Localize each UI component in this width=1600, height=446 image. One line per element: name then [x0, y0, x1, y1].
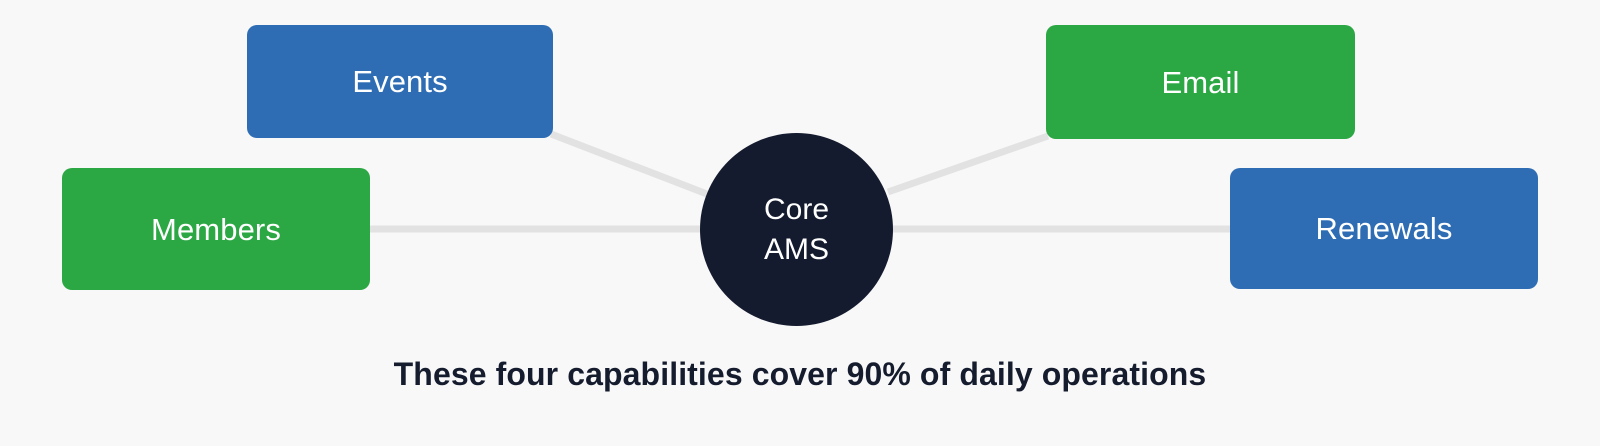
- node-core-label-line1: Core: [763, 192, 830, 226]
- node-email-label: Email: [1161, 64, 1240, 100]
- node-renewals-label: Renewals: [1315, 211, 1453, 246]
- diagram-caption: These four capabilities cover 90% of dai…: [393, 356, 1207, 392]
- node-core-ams[interactable]: Core AMS: [700, 133, 893, 326]
- node-email[interactable]: Email: [1046, 25, 1355, 139]
- connector-email-to-core: [886, 132, 1050, 196]
- connector-events-to-core: [549, 130, 709, 198]
- node-members[interactable]: Members: [62, 168, 370, 290]
- node-renewals[interactable]: Renewals: [1230, 168, 1538, 289]
- node-members-label: Members: [151, 211, 281, 247]
- node-events[interactable]: Events: [247, 25, 553, 138]
- node-core-label-line2: AMS: [763, 232, 829, 266]
- node-events-label: Events: [352, 64, 448, 99]
